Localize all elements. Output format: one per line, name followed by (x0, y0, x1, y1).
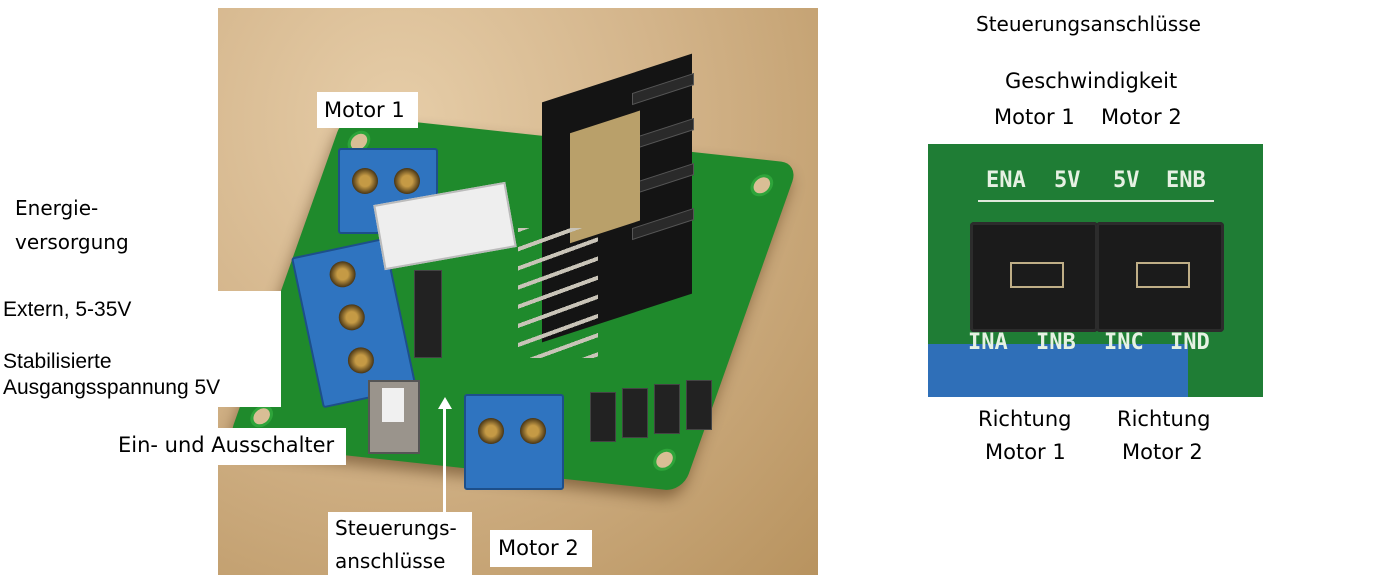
silk-enb: ENB (1166, 168, 1206, 193)
silk-inb: INB (1036, 330, 1076, 355)
label-control-line2: anschlüsse (335, 549, 446, 573)
label-energy-line2: versorgung (15, 230, 129, 254)
label-stabilized-line1: Stabilisierte (3, 350, 112, 373)
label-power-switch: Ein- und Ausschalter (118, 433, 335, 457)
control-pin-header (414, 270, 442, 358)
silk-ina: INA (968, 330, 1008, 355)
jumper-closeup-photo: ENA 5V 5V ENB INA INB INC IND (928, 144, 1263, 397)
silk-inc: INC (1104, 330, 1144, 355)
jumper-motor1 (970, 222, 1098, 332)
label-direction2-line1: Richtung (1117, 407, 1211, 431)
label-motor2: Motor 2 (498, 536, 579, 560)
label-speed-motor2: Motor 2 (1101, 105, 1182, 129)
label-energy-line1: Energie- (15, 196, 99, 220)
arrow-up-icon (443, 404, 446, 514)
driver-ic-pins (518, 228, 598, 358)
label-direction2-line2: Motor 2 (1122, 440, 1203, 464)
label-external-voltage: Extern, 5-35V (3, 298, 132, 321)
label-direction1-line2: Motor 1 (985, 440, 1066, 464)
silk-ind: IND (1170, 330, 1210, 355)
silk-5v-b: 5V (1113, 168, 1140, 193)
motor2-terminal (464, 394, 564, 490)
silk-5v-a: 5V (1054, 168, 1081, 193)
label-stabilized-line2: Ausgangsspannung 5V (3, 376, 221, 399)
label-direction1-line1: Richtung (978, 407, 1072, 431)
label-speed: Geschwindigkeit (1005, 69, 1178, 93)
label-control-line1: Steuerungs- (335, 516, 457, 540)
motor-driver-board-photo (218, 8, 818, 575)
power-switch (368, 380, 420, 454)
detail-title: Steuerungsanschlüsse (976, 12, 1201, 36)
jumper-motor2 (1096, 222, 1224, 332)
label-motor1: Motor 1 (324, 98, 405, 122)
label-speed-motor1: Motor 1 (994, 105, 1075, 129)
silk-ena: ENA (986, 168, 1026, 193)
